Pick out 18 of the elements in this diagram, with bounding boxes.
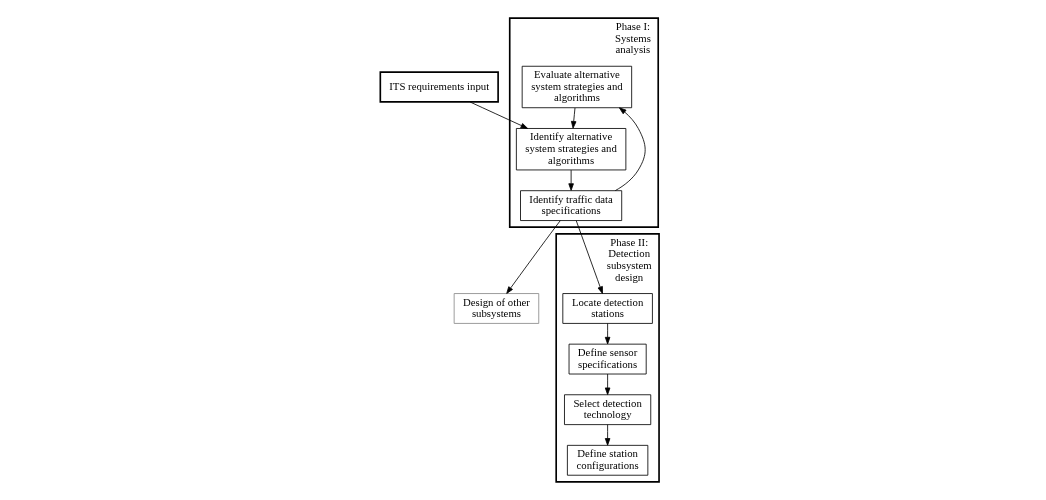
node-box: Define station configurations [566, 444, 649, 476]
arrow [570, 107, 577, 129]
arrow [614, 107, 646, 191]
node-box: Design of other subsystems [453, 293, 540, 324]
arrow [604, 373, 611, 395]
arrow [568, 169, 574, 191]
arrow [469, 101, 529, 129]
arrow [604, 424, 611, 446]
node-box: Identify alternative system strategies and algorithms [515, 128, 627, 171]
node-box: Evaluate alternative system strategies and algorithms [521, 65, 633, 109]
node-box: Select detection technology [564, 394, 652, 426]
node-box: Locate detection stations [562, 293, 653, 324]
arrow [604, 323, 611, 345]
node-box: Define sensor specifications [568, 343, 647, 375]
node-box: ITS requirements input [379, 71, 499, 103]
node-box: Identify traffic data specifications [520, 190, 623, 221]
arrow [506, 220, 561, 294]
arrow [575, 220, 603, 294]
